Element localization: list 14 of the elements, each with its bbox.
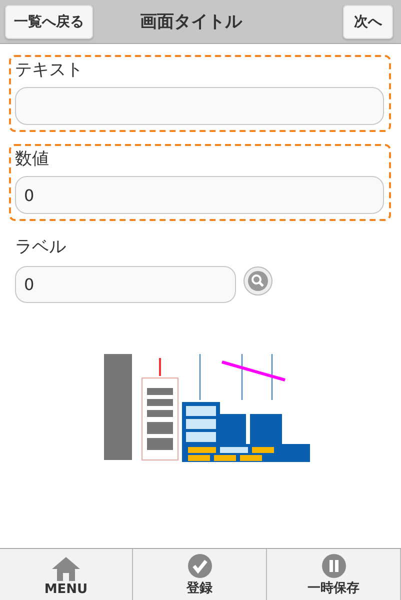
tab-label: 一時保存 xyxy=(308,580,360,597)
field-label: 数値 xyxy=(15,148,49,170)
back-button: 一覧へ戻る xyxy=(5,5,93,39)
form-group xyxy=(9,55,391,132)
label-input-field: 0 xyxy=(15,266,236,303)
tab-label: MENU xyxy=(44,582,88,597)
field-label: ラベル xyxy=(15,236,66,258)
field-label: テキスト xyxy=(15,59,83,81)
text-input-field xyxy=(15,87,384,125)
form-group xyxy=(9,144,391,221)
next-button: 次へ xyxy=(343,5,393,39)
screen-title: 画面タイトル xyxy=(140,11,242,33)
tab-label: 登録 xyxy=(186,580,212,597)
number-input-field: 0 xyxy=(15,176,384,214)
